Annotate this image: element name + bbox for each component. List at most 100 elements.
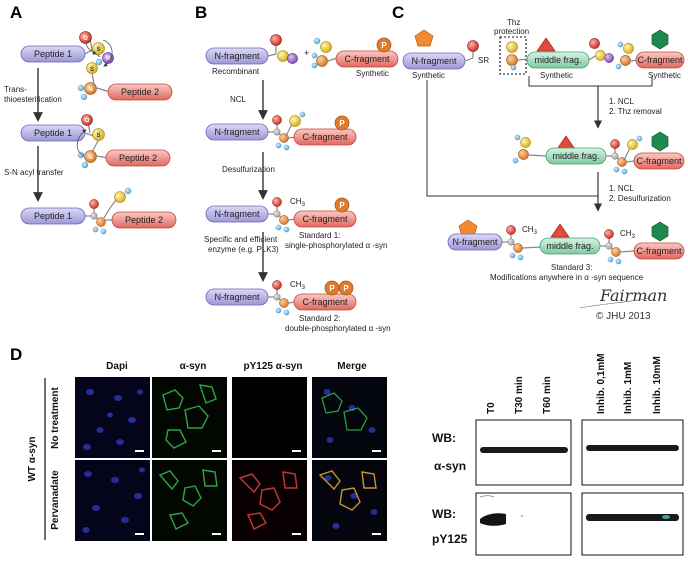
svg-text:C-fragment: C-fragment bbox=[636, 156, 682, 166]
c-thz-l2: protection bbox=[494, 27, 529, 36]
row-label-pervanadate: Pervanadate bbox=[50, 470, 61, 530]
lane-inhib-01: Inhib. 0,1mM bbox=[596, 353, 607, 414]
b-ch3-1: CH3 bbox=[290, 197, 306, 208]
b-c-fragment-top bbox=[335, 50, 399, 68]
blot-asyn-right bbox=[581, 419, 684, 486]
band-py-right bbox=[586, 514, 679, 521]
panel-a: Peptide 1 O S R S N Peptide 2 Trans- thi… bbox=[4, 31, 177, 235]
panel-letter-b: B bbox=[195, 3, 207, 22]
wb-py-l2: pY125 bbox=[432, 532, 468, 546]
svg-text:middle frag.: middle frag. bbox=[546, 241, 593, 251]
svg-text:C-fragment: C-fragment bbox=[302, 132, 348, 142]
b-enzyme-l1: Specific and efficient bbox=[204, 235, 278, 244]
svg-text:middle frag.: middle frag. bbox=[552, 151, 599, 161]
row-label-no-treatment: No treatment bbox=[50, 386, 61, 448]
c-step2-l2: 2. Desulfurization bbox=[609, 194, 671, 203]
svg-text:O: O bbox=[85, 118, 90, 124]
peptide1-mid-label: Peptide 1 bbox=[34, 128, 72, 138]
svg-text:S: S bbox=[96, 133, 100, 139]
tile-py-ctrl bbox=[232, 377, 307, 458]
c-sr-label: SR bbox=[478, 56, 489, 65]
wb-asyn-l1: WB: bbox=[432, 431, 456, 445]
panel-c: N-fragment SR Synthetic Thz protection m… bbox=[402, 18, 685, 322]
lane-t0: T0 bbox=[486, 402, 497, 414]
thz-box bbox=[499, 36, 527, 75]
svg-text:C-fragment: C-fragment bbox=[637, 55, 683, 65]
tile-asyn-perv bbox=[152, 460, 227, 541]
c-standard3-l2: Modifications anywhere in α -syn sequenc… bbox=[490, 273, 644, 282]
trans-label-2: thioesterification bbox=[4, 95, 62, 104]
peptide2-mid-label: Peptide 2 bbox=[119, 153, 157, 163]
b-synthetic-label: Synthetic bbox=[356, 69, 389, 78]
lane-t30: T30 min bbox=[514, 376, 525, 414]
svg-text:N-fragment: N-fragment bbox=[214, 292, 260, 302]
col-header-asyn: α-syn bbox=[180, 361, 207, 372]
b-recombinant-label: Recombinant bbox=[212, 67, 260, 76]
svg-text:N-fragment: N-fragment bbox=[214, 127, 260, 137]
peptide2-bottom-label: Peptide 2 bbox=[125, 215, 163, 225]
trans-label-1: Trans- bbox=[4, 85, 27, 94]
b-desulf-label: Desulfurization bbox=[222, 165, 275, 174]
peptide2-top-label: Peptide 2 bbox=[121, 87, 159, 97]
b-standard1-l2: single-phosphorylated α -syn bbox=[285, 241, 387, 250]
peptide1-bottom-label: Peptide 1 bbox=[34, 211, 72, 221]
sn-acyl-label: S-N acyl transfer bbox=[4, 168, 64, 177]
c-step1-l2: 2. Thz removal bbox=[609, 107, 662, 116]
svg-text:S: S bbox=[90, 67, 94, 73]
b-ch3-2: CH3 bbox=[290, 280, 306, 291]
wb-py-l1: WB: bbox=[432, 507, 456, 521]
tile-merge-ctrl bbox=[312, 377, 387, 458]
c-step1-l1: 1. NCL bbox=[609, 97, 634, 106]
tile-py-perv bbox=[232, 460, 307, 541]
tile-merge-perv bbox=[312, 460, 387, 541]
svg-text:N-fragment: N-fragment bbox=[214, 209, 260, 219]
svg-text:R: R bbox=[106, 56, 111, 62]
c-step2-l1: 1. NCL bbox=[609, 184, 634, 193]
col-header-dapi: Dapi bbox=[106, 361, 128, 372]
hexagon-mod-icon bbox=[651, 29, 669, 50]
c-ch3-2: CH3 bbox=[620, 229, 636, 240]
copyright: © JHU 2013 bbox=[596, 311, 651, 322]
col-header-merge: Merge bbox=[337, 361, 367, 372]
col-header-py125: pY125 α-syn bbox=[244, 361, 303, 372]
pentagon-mod-icon bbox=[414, 29, 434, 47]
panel-d: Dapi α-syn pY125 α-syn Merge WT α-syn No… bbox=[27, 353, 684, 556]
peptide2-bottom-pill bbox=[111, 211, 177, 229]
c-thz-l1: Thz bbox=[507, 18, 520, 27]
band-asyn-right bbox=[586, 445, 679, 451]
panel-letter-c: C bbox=[392, 3, 404, 22]
c-synthetic-1: Synthetic bbox=[412, 71, 445, 80]
signature: Fairman bbox=[599, 286, 667, 305]
b-standard2-l1: Standard 2: bbox=[299, 314, 340, 323]
panel-letter-d: D bbox=[10, 345, 22, 364]
triangle-mod-icon bbox=[536, 37, 556, 52]
svg-text:N-fragment: N-fragment bbox=[411, 56, 457, 66]
b-phospho-icon-1 bbox=[376, 37, 392, 53]
band-py-t0 bbox=[480, 513, 506, 526]
lane-inhib-10: Inhib. 10mM bbox=[652, 356, 663, 414]
c-synthetic-2: Synthetic bbox=[540, 71, 573, 80]
panel-b: N-fragment Recombinant + C-fragment Synt… bbox=[204, 34, 399, 333]
c-standard3-l1: Standard 3: bbox=[551, 263, 592, 272]
svg-text:C-fragment: C-fragment bbox=[344, 54, 390, 64]
wb-asyn-l2: α-syn bbox=[434, 459, 466, 473]
lane-inhib-1: Inhib. 1mM bbox=[623, 362, 634, 414]
svg-text:N: N bbox=[88, 155, 92, 161]
group-label: WT α-syn bbox=[27, 436, 38, 481]
band-asyn-left bbox=[480, 447, 568, 453]
c-ch3-1: CH3 bbox=[522, 225, 538, 236]
b-enzyme-l2: enzyme (e.g. PLK3) bbox=[208, 245, 279, 254]
peptide1-top-label: Peptide 1 bbox=[34, 49, 72, 59]
b-plus: + bbox=[304, 48, 309, 58]
svg-text:N-fragment: N-fragment bbox=[214, 51, 260, 61]
svg-text:S: S bbox=[96, 47, 100, 53]
blot-py-right bbox=[581, 492, 684, 556]
b-standard2-l2: double-phosphorylated α -syn bbox=[285, 324, 391, 333]
panel-letter-a: A bbox=[10, 3, 22, 22]
lane-t60: T60 min bbox=[542, 376, 553, 414]
svg-text:C-fragment: C-fragment bbox=[302, 297, 348, 307]
svg-text:O: O bbox=[83, 36, 88, 42]
b-ncl-label: NCL bbox=[230, 95, 247, 104]
svg-text:N-fragment: N-fragment bbox=[452, 237, 498, 247]
